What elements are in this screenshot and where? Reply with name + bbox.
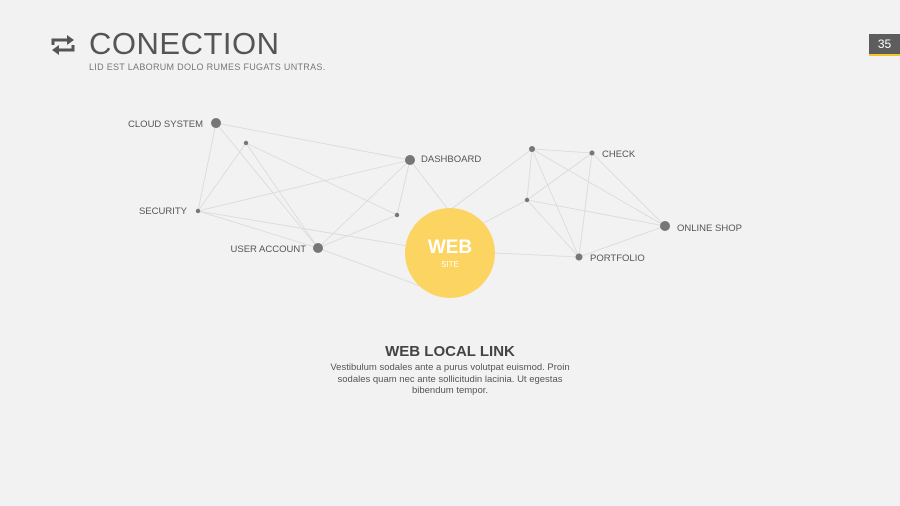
label-portfolio: PORTFOLIO [590,253,645,264]
node-online-shop [660,221,670,231]
page-subtitle: LID EST LABORUM DOLO RUMES FUGATS UNTRAS… [89,62,326,72]
hub-subtitle: SITE [441,260,459,269]
connection-lines [197,122,666,287]
junction-node [524,197,530,203]
junction-node [529,146,535,152]
node-user-account [313,243,323,253]
node-check [589,150,595,156]
label-online-shop: ONLINE SHOP [677,223,742,234]
info-title: WEB LOCAL LINK [385,343,515,360]
junction-node [243,140,249,146]
label-user-account: USER ACCOUNT [231,244,307,255]
hub-title: WEB [428,237,472,258]
label-cloud-system: CLOUD SYSTEM [128,119,203,130]
label-check: CHECK [602,149,636,160]
repeat-arrows-icon [51,35,75,55]
node-cloud-system [211,118,221,128]
info-body: Vestibulum sodales ante a purus volutpat… [330,362,570,396]
page-title: CONECTION [89,26,280,61]
junction-node [394,212,400,218]
label-dashboard: DASHBOARD [421,154,481,165]
node-portfolio [575,253,583,261]
page-number-badge: 35 [869,34,900,56]
node-dashboard [405,155,415,165]
node-security [195,208,201,214]
label-security: SECURITY [139,206,188,217]
hub-web-site: WEB SITE [405,208,495,298]
